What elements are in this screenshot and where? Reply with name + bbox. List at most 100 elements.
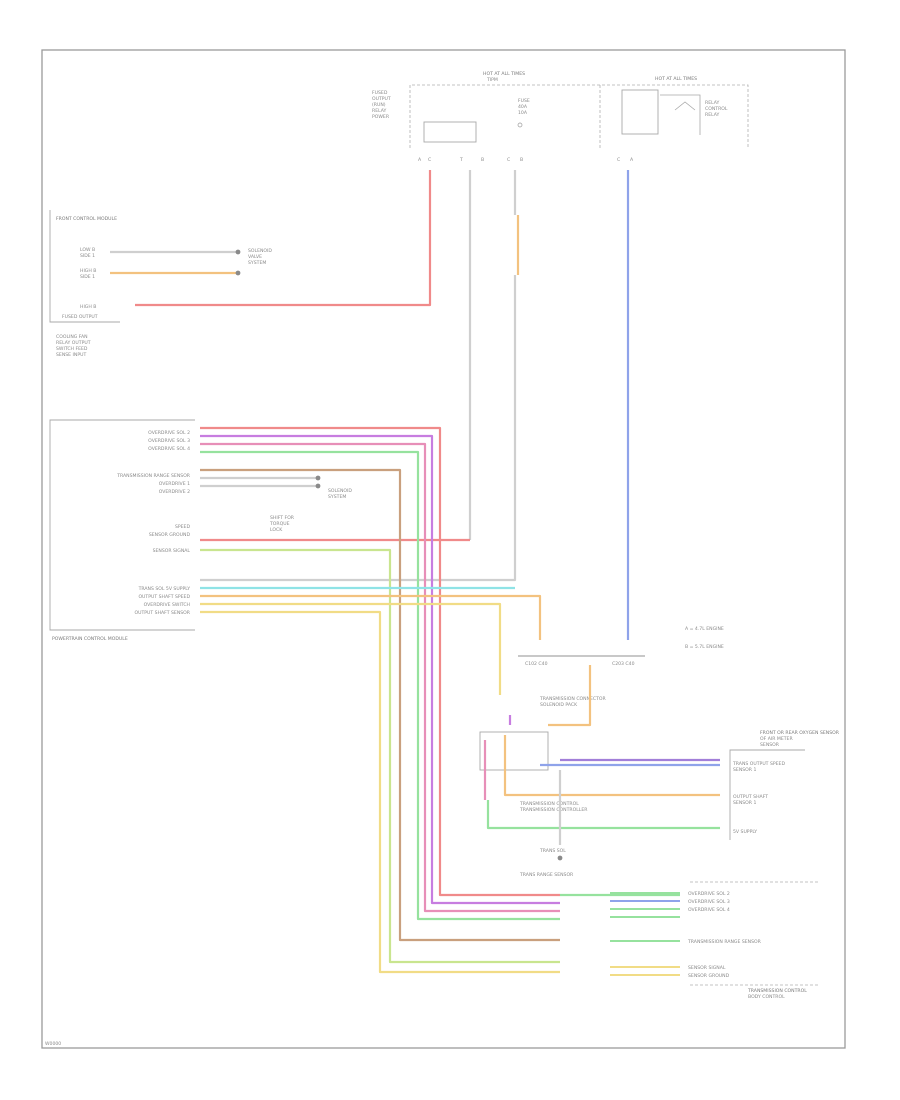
svg-text:RELAY: RELAY xyxy=(705,112,720,118)
relay-label: RELAY xyxy=(705,100,720,106)
trans-range-sensor-block: TRANSMISSION CONTROL BODY CONTROL OVERDR… xyxy=(687,881,820,1000)
svg-text:(RUN): (RUN) xyxy=(372,102,386,108)
splice-dot xyxy=(235,249,241,255)
svg-text:C: C xyxy=(507,157,510,163)
wire-harness xyxy=(110,170,720,976)
front-control-title: FRONT CONTROL MODULE xyxy=(56,216,117,222)
pcm-pin-label: OVERDRIVE 1 xyxy=(159,481,190,487)
svg-text:C102 C40: C102 C40 xyxy=(525,661,548,667)
svg-text:40A: 40A xyxy=(518,104,528,110)
pcm-pin-label: OVERDRIVE SOL 4 xyxy=(148,446,190,452)
oxygen-sensor-module: FRONT OR REAR OXYGEN SENSOR OF AIR METER… xyxy=(729,730,840,840)
pcm-pin-label: OUTPUT SHAFT SENSOR xyxy=(134,610,190,616)
pcm-pin-label: OVERDRIVE 2 xyxy=(159,489,190,495)
svg-text:COOLING FAN: COOLING FAN xyxy=(56,334,88,340)
splice-dot xyxy=(315,475,321,481)
svg-text:RELAY: RELAY xyxy=(372,108,387,114)
svg-text:OUTPUT: OUTPUT xyxy=(372,96,391,102)
svg-text:TRANS OUTPUT SPEED: TRANS OUTPUT SPEED xyxy=(732,761,785,767)
svg-text:RELAY OUTPUT: RELAY OUTPUT xyxy=(56,340,91,346)
svg-text:TRANS RANGE SENSOR: TRANS RANGE SENSOR xyxy=(519,872,574,878)
solenoid-pack-box xyxy=(479,731,549,771)
svg-text:10A: 10A xyxy=(518,110,528,116)
legend-b: B = 5.7L ENGINE xyxy=(685,644,724,650)
wire-sensor-ground xyxy=(200,610,560,974)
o2-title: FRONT OR REAR OXYGEN SENSOR xyxy=(760,730,840,736)
mid-connector: C102 C40 C203 C40 TRANSMISSION CONNECTOR… xyxy=(479,655,645,878)
svg-text:T: T xyxy=(459,157,463,163)
diagram-frame xyxy=(41,49,846,1049)
svg-text:HIGH B: HIGH B xyxy=(80,268,96,274)
svg-text:FUSED OUTPUT: FUSED OUTPUT xyxy=(62,314,98,320)
trs-caption-1: TRANSMISSION CONTROL xyxy=(747,988,807,994)
top-fuse-outline xyxy=(409,84,749,148)
svg-text:B: B xyxy=(520,157,523,163)
svg-text:POWER: POWER xyxy=(372,114,390,120)
wire-5v-supply xyxy=(486,800,720,830)
wire-trs xyxy=(200,468,560,942)
legend-a: A = 4.7L ENGINE xyxy=(685,626,724,632)
pcm-pin-label: OUTPUT SHAFT SPEED xyxy=(138,594,190,600)
svg-text:OUTPUT SHAFT: OUTPUT SHAFT xyxy=(733,794,768,800)
pcm-pin-label: SENSOR SIGNAL xyxy=(153,548,191,554)
front-control-outline xyxy=(49,210,120,323)
pcm-pin-label: OVERDRIVE SOL 3 xyxy=(148,438,190,444)
pcm-pin-label: OVERDRIVE SWITCH xyxy=(144,602,190,608)
svg-text:VALVE: VALVE xyxy=(248,254,262,260)
svg-text:5V SUPPLY: 5V SUPPLY xyxy=(733,829,757,835)
splice-dot xyxy=(557,855,563,861)
wire-od-sol-3 xyxy=(200,434,560,905)
svg-text:BODY CONTROL: BODY CONTROL xyxy=(748,994,785,1000)
svg-text:TRANS SOL: TRANS SOL xyxy=(539,848,566,854)
svg-text:C: C xyxy=(617,157,620,163)
wire-ignition-feed xyxy=(200,275,517,582)
splice-dot xyxy=(315,483,321,489)
pcm-pin-label: OVERDRIVE SOL 2 xyxy=(148,430,190,436)
svg-text:SWITCH FEED: SWITCH FEED xyxy=(56,346,88,352)
pcm-outline xyxy=(49,419,195,631)
svg-text:FUSE: FUSE xyxy=(518,98,530,104)
svg-text:SENSOR: SENSOR xyxy=(760,742,780,748)
wire-od-sol-4 xyxy=(200,442,560,913)
wire-output-speed xyxy=(200,594,542,640)
svg-text:SYSTEM: SYSTEM xyxy=(248,260,266,266)
svg-text:TRANSMISSION CONTROL: TRANSMISSION CONTROL xyxy=(519,801,579,807)
front-control-module: FRONT CONTROL MODULE LOW B SIDE 1 HIGH B… xyxy=(49,210,272,358)
relay-title: HOT AT ALL TIMES xyxy=(655,76,697,82)
svg-text:CONTROL: CONTROL xyxy=(705,106,728,112)
wire-trans-orange xyxy=(548,665,592,727)
svg-text:B: B xyxy=(481,157,484,163)
trs-pin-label: OVERDRIVE SOL 2 xyxy=(688,891,730,897)
top-fuse-title: HOT AT ALL TIMES xyxy=(483,71,525,77)
fuse-block-1 xyxy=(423,121,477,143)
trs-pin-label: OVERDRIVE SOL 4 xyxy=(688,907,730,913)
wire-od-sol-2 xyxy=(200,426,560,897)
svg-text:C: C xyxy=(428,157,431,163)
svg-text:SIDE 1: SIDE 1 xyxy=(80,253,95,259)
mid-label-1: TRANSMISSION CONNECTOR xyxy=(539,696,607,702)
svg-text:LOCK: LOCK xyxy=(270,527,283,533)
svg-text:SOLENOID: SOLENOID xyxy=(328,488,352,494)
pcm-pin-label: SPEED xyxy=(175,524,190,530)
svg-text:A: A xyxy=(630,157,634,163)
trs-pin-label: OVERDRIVE SOL 3 xyxy=(688,899,730,905)
svg-text:SENSOR 1: SENSOR 1 xyxy=(733,767,756,773)
pcm-pin-label: SENSOR GROUND xyxy=(149,532,191,538)
svg-text:TRANSMISSION CONTROLLER: TRANSMISSION CONTROLLER xyxy=(519,807,588,813)
svg-text:LOW B: LOW B xyxy=(80,247,95,253)
svg-text:FUSED: FUSED xyxy=(372,90,388,96)
diagram-id: W0000 xyxy=(45,1041,61,1047)
svg-text:TORQUE: TORQUE xyxy=(269,521,290,527)
top-power-block: HOT AT ALL TIMES TIPM FUSED OUTPUT (RUN)… xyxy=(372,71,749,163)
trs-pin-label: SENSOR SIGNAL xyxy=(688,965,726,971)
pcm-pin-label: TRANS SOL 5V SUPPLY xyxy=(138,586,191,592)
pcm-pin-label: TRANSMISSION RANGE SENSOR xyxy=(116,473,191,479)
wire-od-sol-green xyxy=(200,450,560,921)
svg-text:OF AIR METER: OF AIR METER xyxy=(760,736,793,742)
svg-text:SYSTEM: SYSTEM xyxy=(328,494,346,500)
trs-pin-label: SENSOR GROUND xyxy=(688,973,730,979)
trs-pin-label: TRANSMISSION RANGE SENSOR xyxy=(687,939,762,945)
svg-text:SIDE 1: SIDE 1 xyxy=(80,274,95,280)
wire-o2-orange xyxy=(503,735,720,797)
o2-outline xyxy=(729,749,805,840)
